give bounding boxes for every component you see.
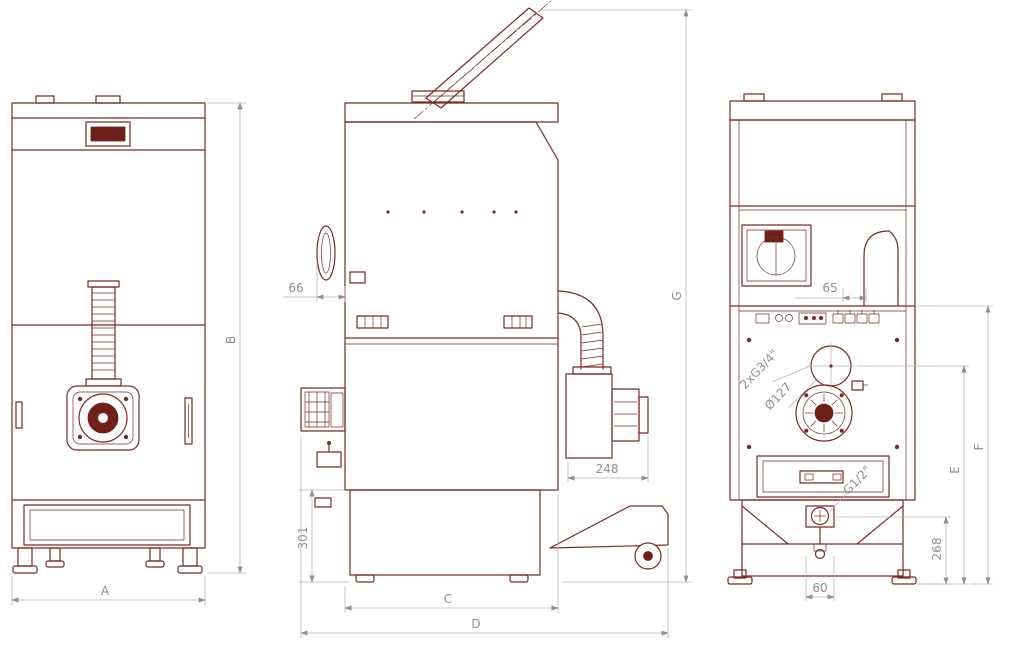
rear-pump-valve (805, 505, 835, 560)
side-drain-stub (314, 497, 332, 508)
side-vent-slots (356, 315, 533, 329)
dim-burner-depth: 248 (567, 436, 649, 482)
dim-front-height: B (207, 102, 246, 574)
floor-bracket-wheel (549, 505, 669, 570)
dim-base-height: 301 (296, 489, 349, 583)
rear-recessed-box (756, 455, 890, 498)
front-top-lug-right (95, 95, 121, 104)
front-view: A B (11, 95, 246, 606)
side-flex-tube (557, 290, 612, 375)
front-flex-tube (85, 280, 122, 387)
side-round-cover (316, 225, 366, 284)
dim-a-label: A (101, 584, 110, 598)
dim-height-e: E (857, 365, 969, 585)
dim-front-width: A (11, 576, 206, 606)
auger-motor (300, 387, 346, 432)
dim-65-label: 65 (822, 281, 837, 295)
dim-f-label: F (972, 443, 986, 450)
side-valve (316, 441, 342, 468)
callout-drain-thread: G1/2" (829, 463, 874, 512)
dim-drain-offset: 60 (805, 556, 835, 601)
dim-66-label: 66 (288, 281, 303, 295)
rear-fan-housing-box (741, 224, 812, 287)
side-body-outline (344, 121, 559, 491)
front-top-lug-left (35, 95, 55, 104)
rear-terminal-row (755, 310, 880, 325)
side-base (349, 489, 541, 583)
dim-g-label: G (670, 291, 684, 300)
dim-total-depth: D (300, 436, 669, 638)
rear-duct-curve (863, 230, 899, 307)
hopper-lid-open (413, 0, 552, 120)
dim-cover-offset: 66 (283, 262, 346, 302)
flue-diameter-label: Ø127 (762, 380, 795, 413)
dim-b-label: B (224, 336, 238, 344)
front-burner (66, 385, 140, 451)
dim-c-label: C (444, 592, 452, 606)
thread-34-label: 2xG3/4" (737, 347, 781, 392)
rear-view: 65 2xG3/4" Ø127 G1/2" 268 60 (727, 93, 993, 601)
rear-body-outline (729, 119, 916, 501)
side-burner-assembly (565, 373, 649, 459)
rear-stand (741, 499, 904, 577)
callout-connections-thread: 2xG3/4" (737, 347, 811, 392)
dim-drain-height: 268 (836, 516, 951, 585)
front-door-handle-right (184, 397, 193, 445)
rear-top-cap (729, 100, 916, 121)
dim-height-f: F (917, 305, 993, 585)
dim-60-label: 60 (812, 581, 827, 595)
rear-feet (727, 569, 917, 585)
front-door-handle-left (15, 401, 23, 429)
ash-drawer (23, 504, 191, 546)
side-top-cap (344, 102, 559, 123)
rear-top-lug-left (743, 93, 765, 102)
dim-268-label: 268 (930, 538, 944, 561)
dim-body-depth: C (344, 494, 559, 613)
lid-hinge (411, 90, 465, 103)
rear-top-lug-right (881, 93, 903, 102)
front-feet (12, 547, 203, 574)
dim-flue-offset: 65 (795, 281, 867, 302)
side-view: 66 248 301 C D (283, 0, 692, 638)
rear-fan (795, 384, 853, 442)
dim-e-label: E (948, 466, 962, 474)
dim-total-height: G (540, 9, 692, 583)
dim-248-label: 248 (596, 462, 619, 476)
dim-d-label: D (471, 617, 480, 631)
dim-301-label: 301 (296, 527, 310, 550)
control-panel-display (85, 121, 131, 147)
